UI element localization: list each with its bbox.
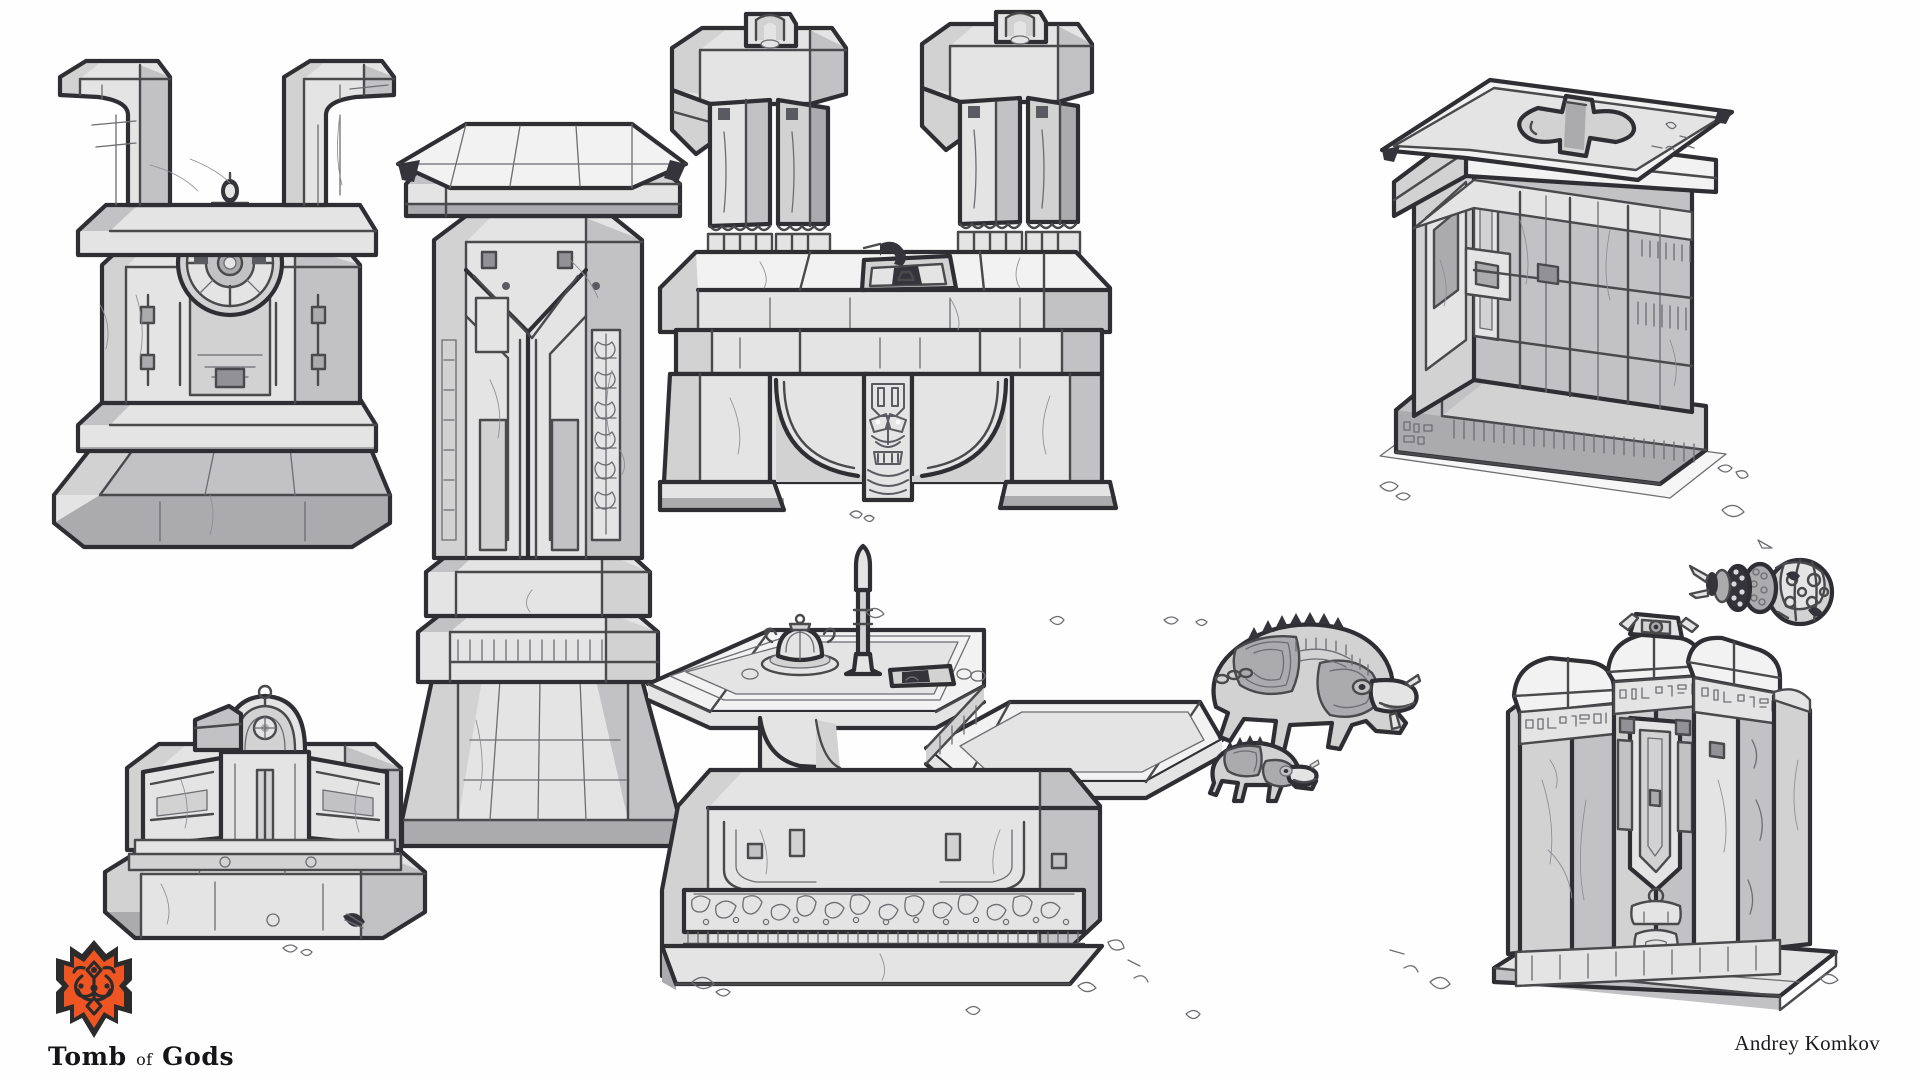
asset-twin-pylon-gate — [40, 55, 400, 555]
asset-clustered-pillars — [1480, 600, 1880, 1040]
asset-offering-table — [640, 543, 1230, 1040]
asset-ceremonial-archway — [650, 9, 1120, 532]
brand-logo-block: Tomb of Gods — [48, 940, 278, 1069]
artist-credit: Andrey Komkov — [1734, 1031, 1880, 1055]
brand-word-gods: Gods — [162, 1042, 235, 1071]
brand-word-of: of — [136, 1050, 153, 1069]
asset-reliquary-shrine — [95, 680, 435, 960]
asset-beast-idols — [1200, 612, 1450, 815]
brand-wordmark: Tomb of Gods — [48, 1044, 278, 1069]
asset-scepter-head — [1688, 540, 1850, 650]
asset-cross-altar-tower — [1370, 40, 1790, 530]
asset-grand-column — [380, 120, 710, 860]
tomb-crest-icon — [56, 940, 132, 1038]
brand-word-tomb: Tomb — [48, 1042, 127, 1071]
